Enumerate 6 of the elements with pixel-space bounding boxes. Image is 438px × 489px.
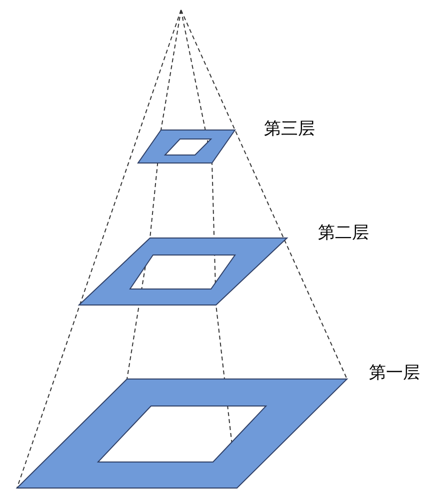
layer-frame <box>16 378 348 488</box>
layer-frame <box>137 130 236 164</box>
layer-label: 第二层 <box>318 222 369 244</box>
layer-label: 第三层 <box>264 118 315 140</box>
layer-frame <box>78 238 288 306</box>
layer-label: 第一层 <box>369 362 420 384</box>
